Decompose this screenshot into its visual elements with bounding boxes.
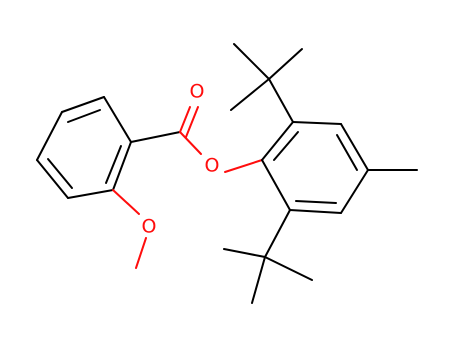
benzoate-ring [36, 96, 132, 199]
ester-group: O O [130, 81, 263, 177]
tert-butyl-upper [230, 43, 303, 123]
bond [340, 123, 369, 171]
ester-bond [179, 131, 202, 155]
bond [292, 121, 342, 125]
double-bond-inner [67, 109, 101, 123]
ester-oxygen-label: O [205, 155, 220, 177]
ester-bond [224, 159, 263, 173]
carbonyl-bond [179, 106, 191, 133]
bond [223, 248, 266, 258]
double-bond-inner [273, 131, 299, 161]
double-bond-inner [336, 134, 358, 171]
carbonyl-bond [185, 106, 199, 138]
bond [67, 189, 114, 199]
bond [261, 121, 294, 161]
bond [36, 159, 69, 199]
carbonyl-oxygen-label: O [190, 81, 205, 103]
bond [261, 159, 291, 211]
methoxy-oxygen-label: O [142, 216, 157, 238]
bond [340, 169, 369, 214]
double-bond-inner [105, 145, 122, 184]
bond [61, 96, 105, 113]
bond [268, 48, 303, 80]
bond [103, 96, 132, 143]
bond [251, 256, 266, 304]
bond [233, 43, 270, 80]
tert-butyl-lower [223, 209, 313, 304]
bond [268, 78, 294, 123]
double-bond-inner [295, 200, 337, 204]
bond [264, 256, 313, 281]
methoxy-bond [112, 189, 140, 215]
bond [112, 141, 132, 191]
bond [264, 209, 291, 258]
bond [289, 209, 342, 214]
bond [36, 111, 63, 161]
phenyl-ring [261, 121, 369, 214]
bond [130, 131, 181, 143]
double-bond-inner [47, 158, 73, 189]
bond [230, 78, 270, 111]
methoxy-bond [135, 237, 147, 269]
methoxy-group: O [112, 189, 157, 269]
